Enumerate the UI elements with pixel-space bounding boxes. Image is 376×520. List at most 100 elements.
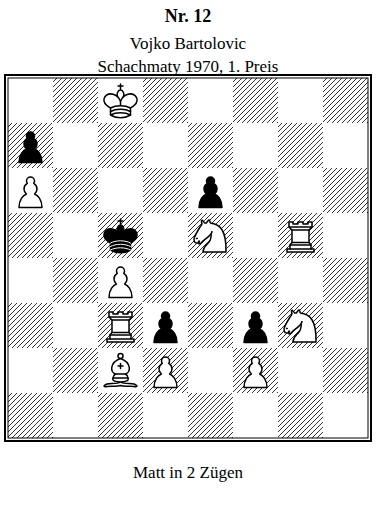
- piece-body: [194, 220, 212, 244]
- dark-square: [233, 258, 278, 303]
- dark-square: [98, 393, 143, 438]
- dark-square: [98, 123, 143, 168]
- dark-square: [188, 393, 233, 438]
- dark-square: [188, 303, 233, 348]
- black-pawn-symbol: [154, 312, 177, 343]
- white-pawn-symbol: [154, 357, 177, 388]
- light-square: [98, 78, 143, 123]
- piece-eye: [196, 238, 197, 239]
- problem-number: Nr. 12: [0, 6, 376, 27]
- light-square: [8, 258, 53, 303]
- light-square: [188, 348, 233, 393]
- dark-square: [8, 123, 53, 168]
- dark-square: [143, 168, 188, 213]
- light-square: [143, 213, 188, 258]
- board-frame: [5, 75, 371, 441]
- piece-cross: [118, 219, 123, 225]
- dark-square: [143, 348, 188, 393]
- light-square: [323, 303, 368, 348]
- dark-square: [278, 123, 323, 168]
- light-square: [53, 213, 98, 258]
- dark-square: [98, 303, 143, 348]
- light-square: [188, 258, 233, 303]
- light-square: [143, 393, 188, 438]
- piece-body: [19, 132, 42, 163]
- white-king-symbol: [104, 84, 137, 118]
- dark-square: [143, 258, 188, 303]
- light-square: [8, 168, 53, 213]
- piece-body: [154, 357, 177, 388]
- light-square: [323, 123, 368, 168]
- dark-square: [8, 213, 53, 258]
- piece-body: [104, 229, 137, 253]
- piece-body: [154, 312, 177, 343]
- piece-detail: [111, 106, 131, 115]
- white-rook-symbol: [107, 312, 134, 342]
- source-line: Schachmaty 1970, 1. Preis: [0, 57, 376, 77]
- light-square: [98, 258, 143, 303]
- piece-body: [104, 382, 137, 387]
- piece-body: [118, 354, 123, 359]
- light-square: [8, 78, 53, 123]
- light-square: [278, 348, 323, 393]
- dark-square: [53, 348, 98, 393]
- piece-body: [244, 312, 267, 343]
- dark-square: [233, 78, 278, 123]
- light-square: [278, 168, 323, 213]
- white-pawn-symbol: [109, 267, 132, 298]
- light-square: [233, 303, 278, 348]
- light-square: [188, 168, 233, 213]
- squares: [8, 78, 368, 438]
- light-square: [233, 213, 278, 258]
- dark-square: [233, 168, 278, 213]
- dark-square: [233, 348, 278, 393]
- white-rook-symbol: [287, 222, 314, 252]
- dark-square: [53, 168, 98, 213]
- piece-detail: [109, 317, 132, 339]
- dark-square: [98, 213, 143, 258]
- white-pawn-symbol: [19, 177, 42, 208]
- light-square: [98, 168, 143, 213]
- light-square: [143, 123, 188, 168]
- piece-body: [104, 94, 137, 118]
- light-square: [233, 123, 278, 168]
- white-knight-symbol: [284, 310, 316, 342]
- dark-square: [278, 213, 323, 258]
- light-square: [98, 348, 143, 393]
- white-bishop-symbol: [104, 354, 137, 387]
- piece-detail: [111, 241, 131, 250]
- author-name: Vojko Bartolovic: [0, 34, 376, 54]
- piece-detail: [113, 364, 128, 379]
- piece-body: [284, 310, 302, 334]
- dark-square: [323, 168, 368, 213]
- piece-body: [107, 312, 134, 342]
- dark-square: [8, 303, 53, 348]
- board-edge: [8, 78, 368, 438]
- black-pawn-symbol: [244, 312, 267, 343]
- dark-square: [53, 78, 98, 123]
- light-square: [188, 78, 233, 123]
- light-square: [53, 303, 98, 348]
- piece-body: [287, 222, 314, 252]
- light-square: [8, 348, 53, 393]
- black-king-symbol: [104, 219, 137, 253]
- dark-square: [323, 348, 368, 393]
- dark-square: [323, 78, 368, 123]
- piece-eye: [286, 328, 287, 329]
- dark-square: [188, 213, 233, 258]
- white-pawn-symbol: [244, 357, 267, 388]
- black-pawn-symbol: [199, 177, 222, 208]
- light-square: [53, 123, 98, 168]
- light-square: [233, 393, 278, 438]
- dark-square: [188, 123, 233, 168]
- piece-body: [109, 267, 132, 298]
- stipulation: Matt in 2 Zügen: [0, 463, 376, 483]
- dark-square: [8, 393, 53, 438]
- dark-square: [278, 393, 323, 438]
- dark-square: [143, 78, 188, 123]
- dark-square: [323, 258, 368, 303]
- piece-body: [199, 177, 222, 208]
- piece-cross: [118, 84, 123, 90]
